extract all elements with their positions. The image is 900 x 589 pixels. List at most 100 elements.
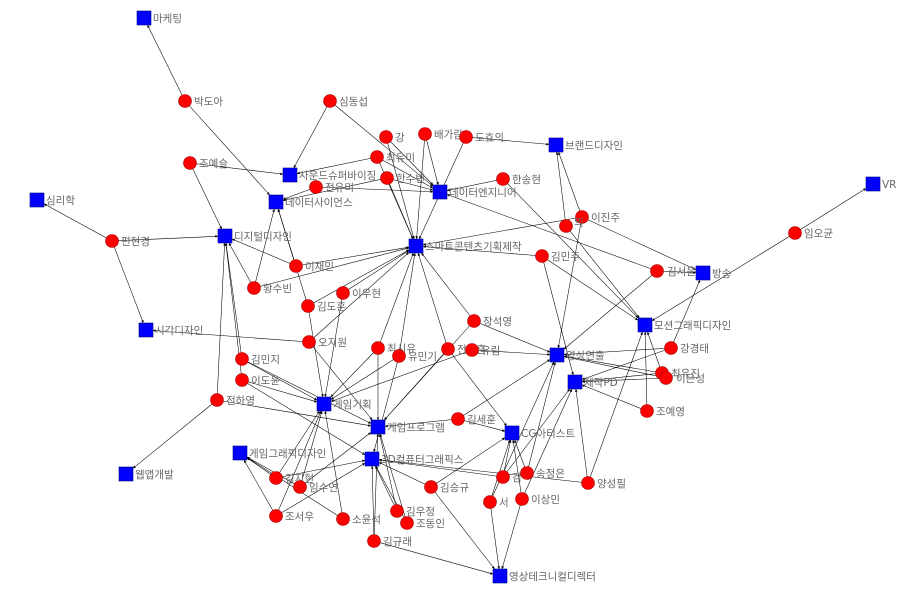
job-square — [268, 194, 284, 210]
person-circle — [380, 171, 394, 185]
edge-p_simdongseop-to-j_sound — [293, 100, 331, 169]
node-label: 이은성 — [676, 373, 705, 385]
person-circle — [371, 341, 385, 355]
node-label: 이채민 — [305, 261, 334, 273]
edge-p_yangseongpil-to-j_3d — [378, 458, 589, 484]
person-node-p_parkdoa: 박도아 — [178, 94, 223, 108]
person-node-p_gangkyeongtae: 강경태 — [664, 341, 709, 355]
job-node-j_broadcast: 방송 — [695, 265, 732, 281]
job-square — [364, 451, 380, 467]
job-node-j_marketing: 마케팅 — [136, 10, 182, 26]
job-node-j_sound: 사운드슈퍼바이징 — [282, 167, 376, 183]
person-node-p_kimseo2: 김 — [496, 470, 522, 484]
edge-p_gangkyeongtae-to-j_broadcast — [670, 279, 701, 349]
person-node-p_joyeyeong: 조예영 — [640, 404, 685, 418]
node-label: 심리학 — [46, 195, 75, 207]
edge-p_parkdoa-to-j_marketing — [147, 24, 186, 102]
person-node-p_jodongin: 조동인 — [400, 516, 445, 530]
person-circle — [235, 373, 249, 387]
edge-p_ijinju-to-j_video — [557, 216, 583, 349]
edge-p_joseou-to-j_gamegfx — [243, 459, 277, 517]
person-circle — [424, 480, 438, 494]
edge-p_joyeseul-to-j_digital — [189, 162, 222, 230]
node-label: 유민기 — [408, 351, 437, 363]
person-circle — [400, 516, 414, 530]
edge-p_ichaemin-to-j_smart — [295, 246, 410, 267]
edge-p_joyeyeong-to-j_pd — [581, 384, 648, 412]
job-node-j_pd: 제작PD — [567, 374, 618, 390]
edge-p_jeonhayeong-to-j_gameprog — [216, 399, 372, 427]
person-node-p_yurim: 유림 — [465, 343, 500, 357]
edge-p_jeonheehun-to-j_smart — [417, 252, 449, 350]
person-node-p_choiyumi: 최유미 — [370, 150, 415, 164]
edge-p_choeyujin-to-j_video — [563, 355, 663, 374]
person-circle — [269, 509, 283, 523]
edge-p_yurim-to-j_video — [471, 349, 551, 356]
edge-p_pyeonhyeongyeong-to-j_visual — [111, 240, 144, 324]
edge-p_iuhyeon-to-j_smart — [342, 250, 410, 294]
person-node-p_kimgyurae: 김규래 — [367, 534, 412, 548]
edge-p_jeonyumi-to-j_dataeng — [315, 186, 434, 193]
edge-p_pyeonhyeongyeong-to-j_digital — [111, 235, 219, 242]
edge-p_kimdohun-to-j_datasci — [277, 208, 309, 307]
node-label: 최유미 — [386, 152, 415, 164]
job-node-j_psych: 심리학 — [29, 192, 75, 208]
edge-p_hwangsubin-to-j_smart — [253, 247, 410, 289]
node-label: 김민주 — [551, 251, 580, 263]
node-label: 게임기획 — [333, 398, 372, 411]
job-node-j_gameprog: 게임프로그램 — [370, 419, 445, 435]
person-circle — [390, 504, 404, 518]
node-label: 이상민 — [531, 494, 560, 506]
job-node-j_vtd: 영상테크니컬디렉터 — [492, 568, 596, 584]
edge-p_choiyumi-to-j_dataeng — [376, 156, 434, 189]
node-label: 전하영 — [226, 394, 255, 407]
job-square — [549, 347, 565, 363]
node-label: 브랜드디자인 — [565, 140, 623, 152]
edge-p_hansonghyeon-to-j_dataeng — [446, 178, 504, 192]
job-node-j_3d: 3D컴퓨터그래픽스 — [364, 451, 464, 467]
node-label: 강 — [395, 132, 405, 144]
person-circle — [459, 130, 473, 144]
node-label: 게임그래픽디자인 — [249, 447, 326, 460]
edge-p_yuminki-to-j_gameplan — [330, 355, 400, 400]
node-label: 데이터사이언스 — [285, 197, 353, 209]
edge-p_ojiwon-to-j_smart — [308, 252, 410, 343]
node-label: 김우정 — [406, 506, 435, 518]
node-label: CG아티스트 — [521, 428, 575, 440]
node-label: 송정은 — [536, 468, 565, 480]
edge-p_ieunseong-to-j_pd — [581, 377, 667, 383]
person-node-p_iuhyeon: 이우현 — [336, 286, 381, 300]
person-circle — [535, 249, 549, 263]
edge-p_kimujeong-to-j_gameprog — [378, 433, 398, 512]
person-node-p_kimsehun: 김세훈 — [451, 412, 496, 426]
edge-p_kimsehun-to-j_video — [457, 359, 551, 420]
person-node-p_hwangsubin: 황수빈 — [247, 281, 292, 295]
edge-p_pyeonhyeongyeong-to-j_psych — [43, 203, 113, 242]
edge-p_kimminji-to-j_digital — [224, 242, 243, 360]
node-label: 데이터엔지니어 — [449, 187, 517, 199]
job-node-j_gameplan: 게임기획 — [316, 396, 372, 412]
person-circle — [336, 512, 350, 526]
node-label: 김서윤 — [667, 266, 696, 278]
edge-p_choesiyu-to-j_gameplan — [330, 347, 379, 398]
edge-p_kimgyurae-to-j_3d — [370, 465, 375, 542]
person-node-p_jeonyumi: 전유미 — [309, 180, 354, 194]
person-node-p_yangseongpil: 양성필 — [581, 476, 626, 490]
node-label: 이우현 — [352, 288, 381, 300]
person-circle — [650, 264, 664, 278]
person-circle — [293, 480, 307, 494]
edge-p_isangmin-to-j_pd — [521, 388, 573, 500]
edge-p_jeonhayeong-to-j_digital — [216, 242, 226, 401]
edge-p_jeonheehun-to-j_gameprog — [384, 348, 449, 421]
edge-p_gangkyeongtae-to-j_pd — [581, 347, 672, 380]
node-label: 김규래 — [383, 536, 412, 548]
edge-p_kimjihyeon-to-j_3d — [275, 459, 366, 479]
edge-p_idoyun-to-j_3d — [241, 379, 366, 455]
edge-p_dohyoi-to-j_brand — [465, 136, 550, 146]
node-label: 시각디자인 — [155, 325, 203, 337]
person-circle — [520, 466, 534, 480]
edge-p_kimdohun-to-j_smart — [307, 249, 410, 307]
edge-p_kimseunggyu-to-j_vtd — [430, 486, 495, 570]
person-node-p_ojiwon: 오지원 — [302, 335, 347, 349]
person-circle — [178, 94, 192, 108]
